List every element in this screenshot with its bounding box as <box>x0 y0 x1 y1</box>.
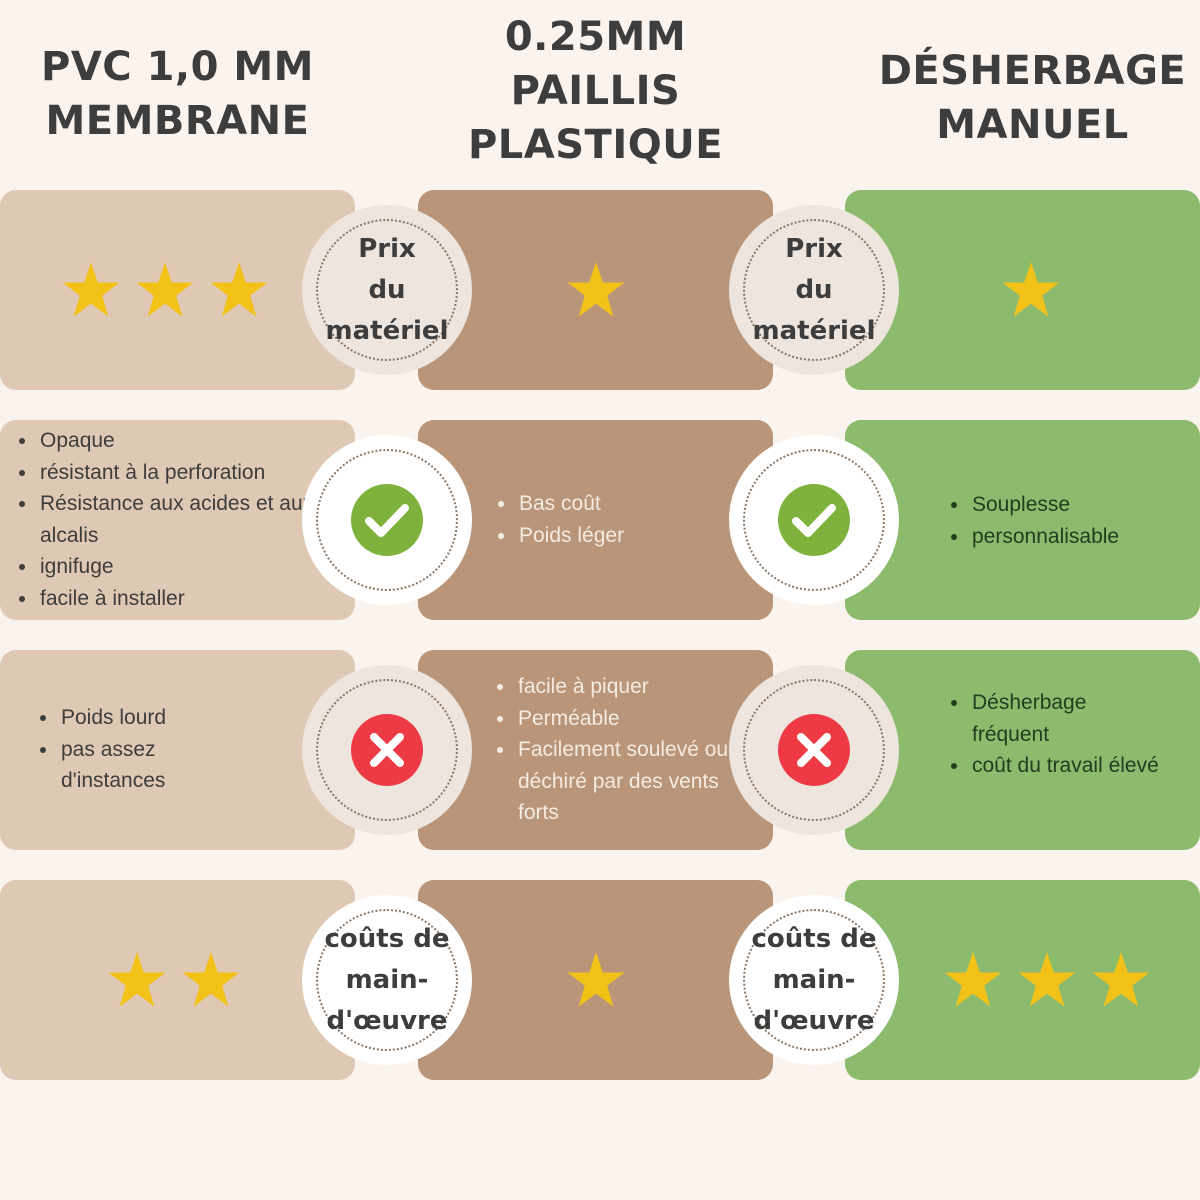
pros-list-pvc: Opaquerésistant à la perforationRésistan… <box>0 425 318 614</box>
list-item: coût du travail élevé <box>970 750 1160 782</box>
price-badge-right: Prix du matériel <box>729 205 899 375</box>
header-plastic-line-3: PLASTIQUE <box>467 122 724 168</box>
price-badge-label: Prix du matériel <box>325 233 449 346</box>
list-item: Opaque <box>38 425 318 457</box>
badge-ring <box>316 679 458 821</box>
badge-ring <box>316 449 458 591</box>
list-item: ignifuge <box>38 551 318 583</box>
list-item: facile à piquer <box>516 671 731 703</box>
badge-ring <box>743 679 885 821</box>
labor-badge-label: coûts de main- d'œuvre <box>751 923 877 1036</box>
header-plastic: 0.25MM PAILLIS PLASTIQUE <box>418 10 773 172</box>
star-icon <box>1018 952 1076 1007</box>
list-item: Souplesse <box>970 489 1190 521</box>
star-icon <box>1092 952 1150 1007</box>
cross-icon <box>778 714 850 786</box>
star-icon <box>210 262 268 317</box>
list-item: Désherbage fréquent <box>970 687 1160 750</box>
list-item: pas assez d'instances <box>59 734 249 797</box>
header-manual-line-1: DÉSHERBAGE <box>878 48 1187 94</box>
star-icon <box>182 952 240 1007</box>
cons-list-manual: Désherbage fréquentcoût du travail élevé <box>845 687 1160 782</box>
cons-list-plastic: facile à piquerPerméableFacilement soule… <box>418 671 731 829</box>
pros-panel-pvc: Opaquerésistant à la perforationRésistan… <box>0 420 355 620</box>
labor-badge-left: coûts de main- d'œuvre <box>302 895 472 1065</box>
check-icon <box>351 484 423 556</box>
pros-badge-left <box>302 435 472 605</box>
badge-ring <box>743 219 885 361</box>
pros-list-manual: Souplessepersonnalisable <box>845 489 1190 552</box>
star-icon <box>62 262 120 317</box>
star-icon <box>1002 262 1060 317</box>
price-panel-plastic <box>418 190 773 390</box>
header-pvc: PVC 1,0 MM MEMBRANE <box>0 40 355 148</box>
pros-badge-right <box>729 435 899 605</box>
price-panel-manual <box>845 190 1200 390</box>
header-pvc-line-2: MEMBRANE <box>45 98 310 144</box>
cons-panel-pvc: Poids lourdpas assez d'instances <box>0 650 355 850</box>
badge-ring <box>743 449 885 591</box>
star-icon <box>567 262 625 317</box>
price-badge-left: Prix du matériel <box>302 205 472 375</box>
list-item: facile à installer <box>38 583 318 615</box>
cons-badge-left <box>302 665 472 835</box>
star-icon <box>108 952 166 1007</box>
list-item: Perméable <box>516 703 731 735</box>
list-item: Résistance aux acides et aux alcalis <box>38 488 318 551</box>
cons-list-pvc: Poids lourdpas assez d'instances <box>0 702 249 797</box>
check-icon <box>778 484 850 556</box>
header-pvc-line-1: PVC 1,0 MM <box>41 44 314 90</box>
labor-rating-pvc <box>106 880 242 1080</box>
badge-ring <box>316 909 458 1051</box>
header-manual-line-2: MANUEL <box>936 102 1129 148</box>
labor-panel-manual <box>845 880 1200 1080</box>
badge-ring <box>743 909 885 1051</box>
cross-icon <box>351 714 423 786</box>
labor-rating-plastic <box>565 880 627 1080</box>
labor-badge-label: coûts de main- d'œuvre <box>324 923 450 1036</box>
price-badge-label: Prix du matériel <box>752 233 876 346</box>
cons-badge-right <box>729 665 899 835</box>
list-item: Bas coût <box>517 488 757 520</box>
price-rating-manual <box>1000 190 1062 390</box>
cons-panel-manual: Désherbage fréquentcoût du travail élevé <box>845 650 1200 850</box>
labor-badge-right: coûts de main- d'œuvre <box>729 895 899 1065</box>
price-rating-plastic <box>565 190 627 390</box>
star-icon <box>567 952 625 1007</box>
header-plastic-line-2: PAILLIS <box>510 68 681 114</box>
list-item: Facilement soulevé ou déchiré par des ve… <box>516 734 731 829</box>
badge-ring <box>316 219 458 361</box>
list-item: Poids lourd <box>59 702 249 734</box>
list-item: résistant à la perforation <box>38 457 318 489</box>
price-panel-pvc <box>0 190 355 390</box>
star-icon <box>136 262 194 317</box>
price-rating-pvc <box>60 190 270 390</box>
labor-panel-plastic <box>418 880 773 1080</box>
list-item: Poids léger <box>517 520 757 552</box>
list-item: personnalisable <box>970 521 1190 553</box>
header-plastic-line-1: 0.25MM <box>504 14 687 60</box>
pros-panel-manual: Souplessepersonnalisable <box>845 420 1200 620</box>
header-manual: DÉSHERBAGE MANUEL <box>855 44 1200 152</box>
labor-panel-pvc <box>0 880 355 1080</box>
star-icon <box>944 952 1002 1007</box>
pros-list-plastic: Bas coûtPoids léger <box>418 488 757 551</box>
pros-panel-plastic: Bas coûtPoids léger <box>418 420 773 620</box>
labor-rating-manual <box>942 880 1152 1080</box>
cons-panel-plastic: facile à piquerPerméableFacilement soule… <box>418 650 773 850</box>
